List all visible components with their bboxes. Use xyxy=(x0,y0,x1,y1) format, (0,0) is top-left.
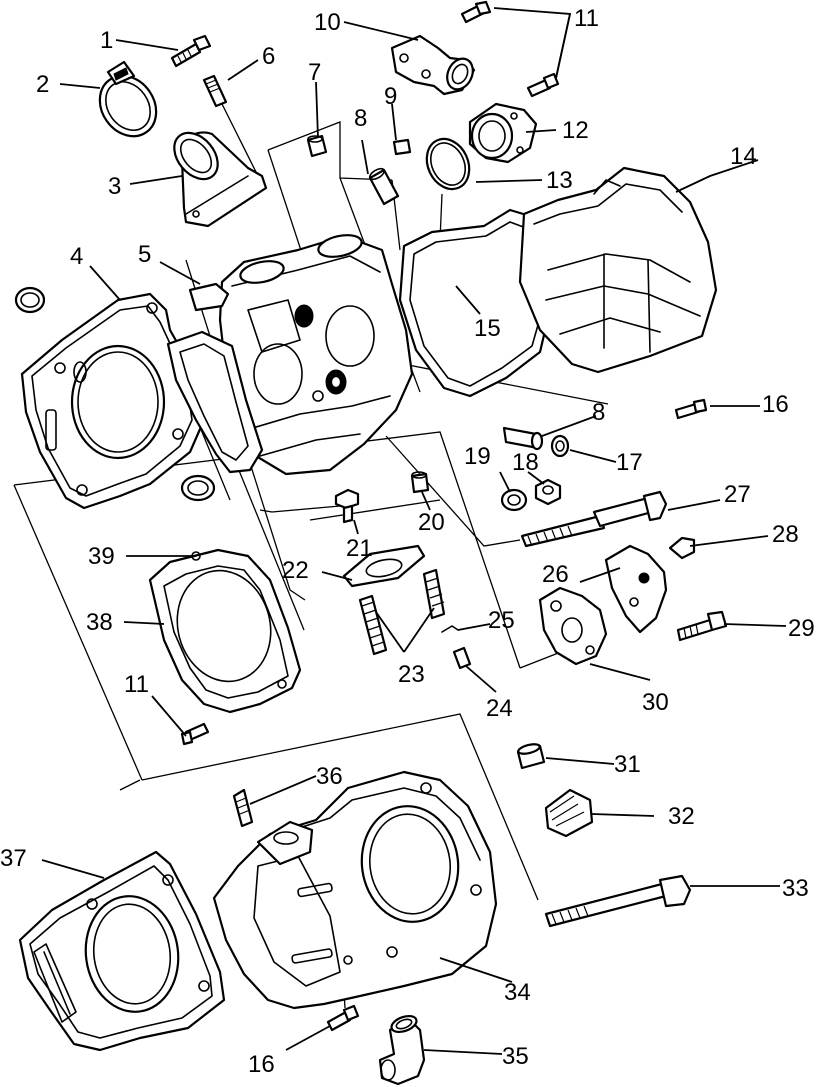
part-8-tube-lower xyxy=(502,426,544,451)
callout-32: 32 xyxy=(668,803,695,830)
callout-1: 1 xyxy=(100,27,113,54)
middle-gasket xyxy=(166,330,264,474)
part-6-bolt xyxy=(202,74,228,108)
callout-30: 30 xyxy=(642,689,669,716)
callout-27: 27 xyxy=(724,481,751,508)
o-ring-left xyxy=(14,286,216,502)
part-26-bracket xyxy=(604,544,668,634)
part-32-fitting xyxy=(544,788,594,838)
part-25-clip xyxy=(441,625,459,633)
callout-33: 33 xyxy=(782,875,809,902)
callout-28: 28 xyxy=(772,521,799,548)
part-14-valve-cover xyxy=(518,166,718,374)
callout-8a: 8 xyxy=(354,105,367,132)
part-33-long-bolt xyxy=(544,874,692,928)
part-29-bolt xyxy=(676,610,728,642)
callout-6: 6 xyxy=(262,43,275,70)
callout-23: 23 xyxy=(398,661,425,688)
part-38-side-cover xyxy=(148,548,302,714)
part-28-bolt xyxy=(668,536,696,560)
callout-16b: 16 xyxy=(248,1051,275,1078)
callout-9: 9 xyxy=(384,83,397,110)
callout-18: 18 xyxy=(512,449,539,476)
part-35-elbow xyxy=(378,1014,426,1086)
cylinder-head-upper xyxy=(218,234,414,476)
part-36-bleed-screw xyxy=(232,788,254,828)
callout-12: 12 xyxy=(562,117,589,144)
callout-39: 39 xyxy=(88,543,115,570)
callout-31: 31 xyxy=(614,751,641,778)
callout-38: 38 xyxy=(86,609,113,636)
part-18-nut xyxy=(534,478,562,506)
callout-29: 29 xyxy=(788,615,815,642)
part-30-tensioner xyxy=(538,586,608,666)
part-4-head-gasket xyxy=(20,292,206,510)
callout-36: 36 xyxy=(316,763,343,790)
part-22-gasket xyxy=(342,544,426,588)
callout-4: 4 xyxy=(70,243,83,270)
callout-25: 25 xyxy=(488,607,515,634)
callout-5: 5 xyxy=(138,241,151,268)
part-11-bolt-lower xyxy=(180,722,210,746)
part-34-cylinder xyxy=(212,770,498,1010)
callout-17: 17 xyxy=(616,449,643,476)
part-5-gasket xyxy=(188,282,230,312)
callout-7: 7 xyxy=(308,59,321,86)
leader-lines xyxy=(41,7,787,1055)
part-8-tube-upper xyxy=(368,167,400,206)
part-21-bolt xyxy=(334,488,360,524)
part-11-bolts-top xyxy=(460,0,560,98)
callout-26: 26 xyxy=(542,561,569,588)
part-19-washer xyxy=(500,488,528,512)
callout-19: 19 xyxy=(464,443,491,470)
callout-16a: 16 xyxy=(762,391,789,418)
callout-21: 21 xyxy=(346,535,373,562)
part-24-pin xyxy=(452,646,472,670)
part-7-dowel xyxy=(306,134,328,158)
part-1-bolt xyxy=(170,34,212,68)
callout-37: 37 xyxy=(0,845,27,872)
part-31-sleeve xyxy=(516,743,546,770)
part-3-intake-boot xyxy=(173,131,268,228)
callout-14: 14 xyxy=(730,143,757,170)
callout-13: 13 xyxy=(546,167,573,194)
part-9-plug xyxy=(392,138,412,156)
part-20-dowel xyxy=(410,471,430,494)
callout-3: 3 xyxy=(108,173,121,200)
callout-20: 20 xyxy=(418,509,445,536)
part-13-o-ring xyxy=(425,137,471,191)
callout-8b: 8 xyxy=(592,399,605,426)
part-27-stud-bolt xyxy=(520,490,668,548)
part-10-water-elbow xyxy=(390,34,476,96)
part-2-hose-clamp xyxy=(98,60,158,138)
part-16-bolt-lower xyxy=(326,1004,360,1032)
part-12-thermostat-housing xyxy=(468,102,538,164)
callout-2: 2 xyxy=(36,71,49,98)
part-17-seal xyxy=(550,434,570,458)
callout-11a: 11 xyxy=(574,5,599,32)
part-37-base-gasket xyxy=(18,850,226,1052)
part-16-bolt-upper xyxy=(674,398,708,420)
part-23-springs xyxy=(358,568,446,656)
callout-10: 10 xyxy=(314,9,341,36)
callout-35: 35 xyxy=(502,1043,529,1070)
callout-24: 24 xyxy=(486,695,513,722)
callout-22: 22 xyxy=(282,557,309,584)
callout-11b: 11 xyxy=(124,671,149,698)
callout-15: 15 xyxy=(474,315,501,342)
callout-labels: 1 2 3 4 5 6 7 8 8 9 10 11 11 12 13 14 15… xyxy=(0,5,815,1078)
callout-34: 34 xyxy=(504,979,531,1006)
